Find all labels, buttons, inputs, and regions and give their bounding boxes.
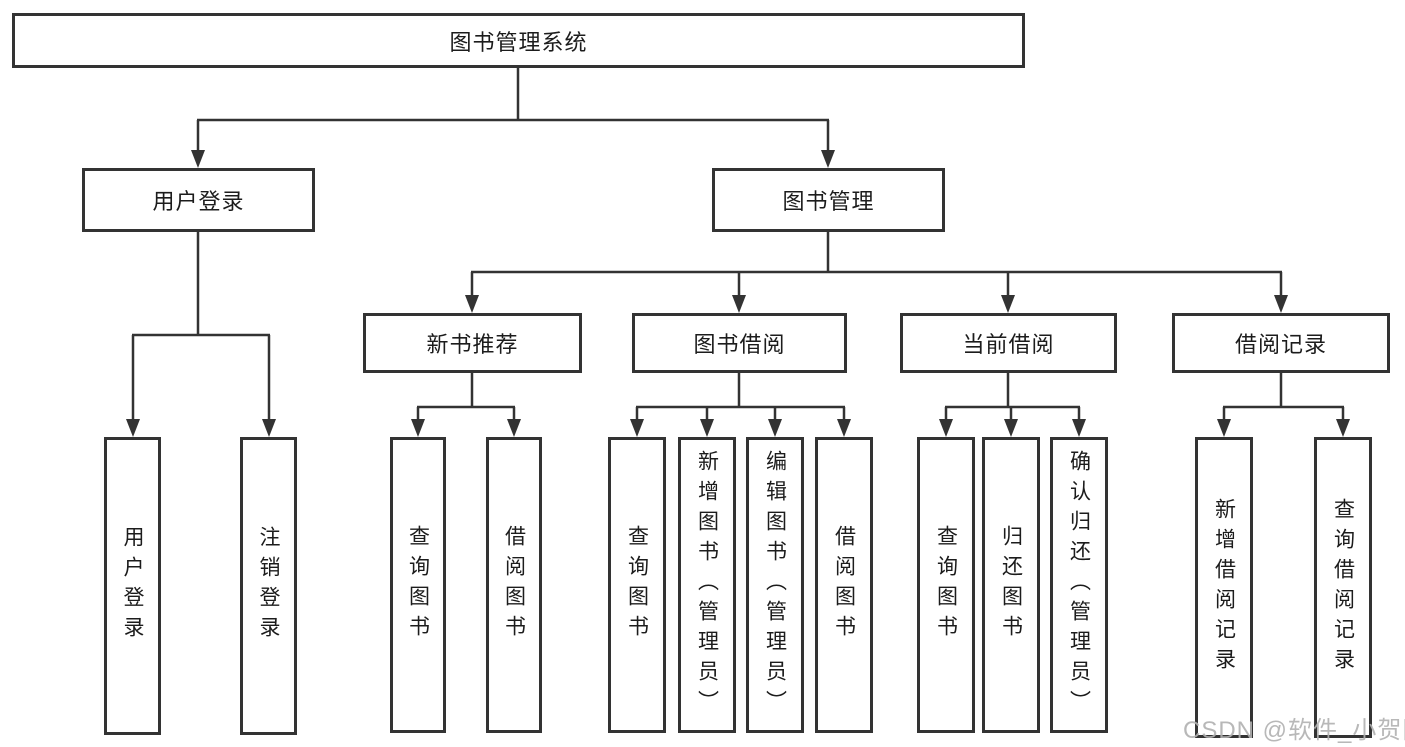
node-label: 用户登录 (152, 189, 245, 214)
leaf-label: 归还图书 (999, 525, 1023, 645)
leaf-label: 查询图书 (625, 525, 649, 645)
leaf-query-books: 查询图书 (390, 437, 446, 733)
leaf-label: 用户登录 (121, 526, 144, 646)
leaf-user-login: 用户登录 (104, 437, 161, 735)
node-label: 图书借阅 (693, 332, 786, 357)
csdn-watermark: CSDN @软件_小贺同学 (1183, 717, 1405, 744)
leaf-logout: 注销登录 (240, 437, 297, 735)
leaf-label: 新增图书（管理员） (695, 450, 719, 720)
node-new-book-recommend: 新书推荐 (363, 313, 582, 373)
leaf-edit-books-admin: 编辑图书（管理员） (746, 437, 804, 733)
leaf-label: 查询图书 (406, 525, 430, 645)
leaf-label: 查询图书 (934, 525, 958, 645)
node-label: 当前借阅 (962, 332, 1055, 357)
leaf-label: 编辑图书（管理员） (763, 450, 787, 720)
leaf-borrow-books: 借阅图书 (815, 437, 873, 733)
leaf-label: 新增借阅记录 (1212, 497, 1236, 678)
leaf-query-books: 查询图书 (917, 437, 975, 733)
leaf-confirm-return-admin: 确认归还（管理员） (1050, 437, 1108, 733)
node-book-management: 图书管理 (712, 168, 945, 232)
leaf-label: 借阅图书 (832, 525, 856, 645)
node-label: 新书推荐 (426, 332, 519, 357)
node-borrowing-records: 借阅记录 (1172, 313, 1390, 373)
node-user-login: 用户登录 (82, 168, 315, 232)
node-label: 借阅记录 (1234, 332, 1327, 357)
node-label: 图书管理系统 (449, 29, 588, 55)
node-label: 图书管理 (782, 189, 875, 214)
leaf-add-borrow-record: 新增借阅记录 (1195, 437, 1253, 738)
leaf-return-books: 归还图书 (982, 437, 1040, 733)
leaf-label: 确认归还（管理员） (1067, 450, 1091, 720)
leaf-add-books-admin: 新增图书（管理员） (678, 437, 736, 733)
leaf-borrow-books: 借阅图书 (486, 437, 542, 733)
node-library-management-system: 图书管理系统 (12, 13, 1025, 68)
leaf-label: 借阅图书 (502, 525, 526, 645)
leaf-query-borrow-record: 查询借阅记录 (1314, 437, 1372, 738)
leaf-label: 注销登录 (257, 526, 280, 646)
leaf-query-books: 查询图书 (608, 437, 666, 733)
leaf-label: 查询借阅记录 (1331, 497, 1355, 678)
node-current-borrowing: 当前借阅 (900, 313, 1117, 373)
node-book-borrowing: 图书借阅 (632, 313, 847, 373)
